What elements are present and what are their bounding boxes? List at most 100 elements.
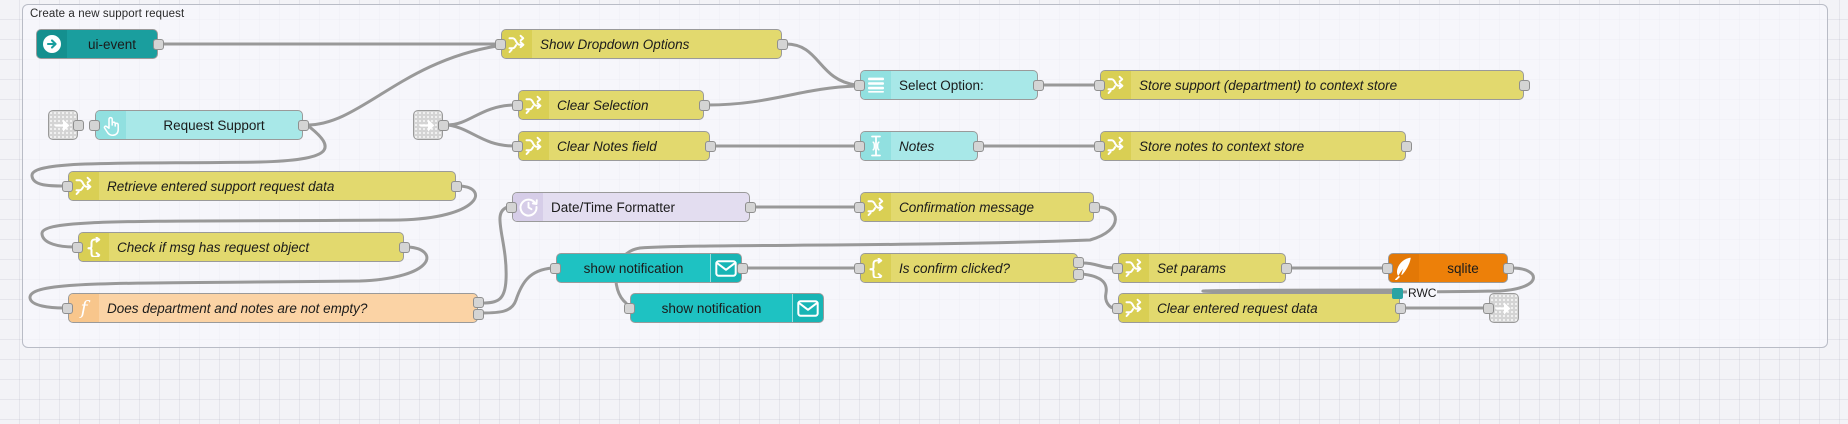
node-notes-input[interactable]: Notes: [860, 131, 978, 161]
output-port-select-option-1[interactable]: [1033, 80, 1044, 91]
input-port-link-out-1[interactable]: [1483, 303, 1494, 314]
input-port-notes-input[interactable]: [854, 141, 865, 152]
status-text: RWC: [1407, 286, 1438, 300]
input-port-show-notif-1[interactable]: [550, 263, 561, 274]
output-port-ui-event-1[interactable]: [153, 39, 164, 50]
flow-group-label: Create a new support request: [30, 8, 185, 20]
node-label-show-notif-1: show notification: [583, 260, 684, 276]
node-link-in-1[interactable]: [48, 110, 78, 140]
node-label-store-notes: Store notes to context store: [1139, 138, 1305, 154]
change-icon: [1101, 71, 1131, 99]
input-port-select-option[interactable]: [854, 80, 865, 91]
node-label-is-confirm: Is confirm clicked?: [899, 260, 1011, 276]
input-port-check-msg[interactable]: [72, 242, 83, 253]
node-is-confirm[interactable]: Is confirm clicked?: [860, 253, 1078, 283]
output-port-confirm-message-1[interactable]: [1089, 202, 1100, 213]
node-label-confirm-message: Confirmation message: [899, 199, 1035, 215]
node-label-store-support: Store support (department) to context st…: [1139, 77, 1398, 93]
node-link-out-1[interactable]: [1489, 293, 1519, 323]
change-icon: [519, 91, 549, 119]
output-port-show-dropdown-1[interactable]: [777, 39, 788, 50]
node-sqlite[interactable]: sqlite: [1388, 253, 1508, 283]
input-port-datetime-fmt[interactable]: [506, 202, 517, 213]
output-port-clear-selection-1[interactable]: [699, 100, 710, 111]
node-check-msg[interactable]: Check if msg has request object: [78, 232, 404, 262]
output-port-is-confirm-1[interactable]: [1073, 257, 1084, 268]
change-icon: [1101, 132, 1131, 160]
output-port-dept-notes-empty-2[interactable]: [473, 309, 484, 320]
output-port-clear-entered-1[interactable]: [1395, 303, 1406, 314]
node-show-notif-1[interactable]: show notification: [556, 253, 742, 283]
node-ui-event[interactable]: ui-event: [36, 29, 158, 59]
feather-sqlite-icon: [1389, 254, 1419, 282]
output-port-store-support-1[interactable]: [1519, 80, 1530, 91]
node-store-notes[interactable]: Store notes to context store: [1100, 131, 1406, 161]
output-port-store-notes-1[interactable]: [1401, 141, 1412, 152]
input-port-sqlite[interactable]: [1382, 263, 1393, 274]
node-label-clear-entered: Clear entered request data: [1157, 300, 1318, 316]
node-label-show-dropdown: Show Dropdown Options: [540, 36, 690, 52]
input-port-dept-notes-empty[interactable]: [62, 303, 73, 314]
node-datetime-fmt[interactable]: Date/Time Formatter: [512, 192, 750, 222]
change-icon: [69, 172, 99, 200]
input-port-is-confirm[interactable]: [854, 263, 865, 274]
input-port-store-notes[interactable]: [1094, 141, 1105, 152]
svg-text:f: f: [78, 298, 90, 318]
node-clear-notes[interactable]: Clear Notes field: [518, 131, 710, 161]
input-port-confirm-message[interactable]: [854, 202, 865, 213]
node-request-support[interactable]: Request Support: [95, 110, 303, 140]
node-clear-selection[interactable]: Clear Selection: [518, 90, 704, 120]
node-label-request-support: Request Support: [163, 117, 265, 133]
node-label-ui-event: ui-event: [87, 36, 137, 52]
switch-icon: [79, 233, 109, 261]
output-port-show-notif-1-1[interactable]: [737, 263, 748, 274]
input-port-retrieve-data[interactable]: [62, 181, 73, 192]
output-port-link-in-1-1[interactable]: [73, 120, 84, 131]
node-clear-entered[interactable]: Clear entered request data: [1118, 293, 1400, 323]
node-show-notif-2[interactable]: show notification: [630, 293, 824, 323]
input-port-show-notif-2[interactable]: [624, 303, 635, 314]
output-port-clear-notes-1[interactable]: [705, 141, 716, 152]
envelope-icon: [792, 294, 823, 322]
change-icon: [1119, 294, 1149, 322]
node-label-clear-selection: Clear Selection: [557, 97, 649, 113]
node-store-support[interactable]: Store support (department) to context st…: [1100, 70, 1524, 100]
node-label-retrieve-data: Retrieve entered support request data: [107, 178, 335, 194]
node-label-datetime-fmt: Date/Time Formatter: [551, 199, 676, 215]
node-label-check-msg: Check if msg has request object: [117, 239, 310, 255]
output-port-sqlite-1[interactable]: [1503, 263, 1514, 274]
output-port-notes-input-1[interactable]: [973, 141, 984, 152]
node-retrieve-data[interactable]: Retrieve entered support request data: [68, 171, 456, 201]
link-in-icon: [54, 116, 73, 135]
change-icon: [1119, 254, 1149, 282]
node-set-params[interactable]: Set params: [1118, 253, 1286, 283]
input-port-show-dropdown[interactable]: [495, 39, 506, 50]
function-icon: f: [69, 294, 99, 322]
output-port-link-in-2-1[interactable]: [438, 120, 449, 131]
node-select-option[interactable]: Select Option:: [860, 70, 1038, 100]
input-port-clear-notes[interactable]: [512, 141, 523, 152]
output-port-is-confirm-2[interactable]: [1073, 269, 1084, 280]
output-port-check-msg-1[interactable]: [399, 242, 410, 253]
input-port-store-support[interactable]: [1094, 80, 1105, 91]
link-out-icon: [1495, 299, 1514, 318]
node-label-show-notif-2: show notification: [661, 300, 762, 316]
output-port-dept-notes-empty-1[interactable]: [473, 297, 484, 308]
output-port-set-params-1[interactable]: [1281, 263, 1292, 274]
output-port-request-support-1[interactable]: [298, 120, 309, 131]
node-label-select-option: Select Option:: [899, 77, 984, 93]
input-port-request-support[interactable]: [89, 120, 100, 131]
output-port-datetime-fmt-1[interactable]: [745, 202, 756, 213]
input-port-clear-entered[interactable]: [1112, 303, 1123, 314]
node-link-in-2[interactable]: [413, 110, 443, 140]
input-port-clear-selection[interactable]: [512, 100, 523, 111]
dropdown-list-icon: [861, 71, 891, 99]
input-port-set-params[interactable]: [1112, 263, 1123, 274]
output-port-retrieve-data-1[interactable]: [451, 181, 462, 192]
node-confirm-message[interactable]: Confirmation message: [860, 192, 1094, 222]
node-show-dropdown[interactable]: Show Dropdown Options: [501, 29, 782, 59]
envelope-icon: [710, 254, 741, 282]
switch-icon: [861, 254, 891, 282]
